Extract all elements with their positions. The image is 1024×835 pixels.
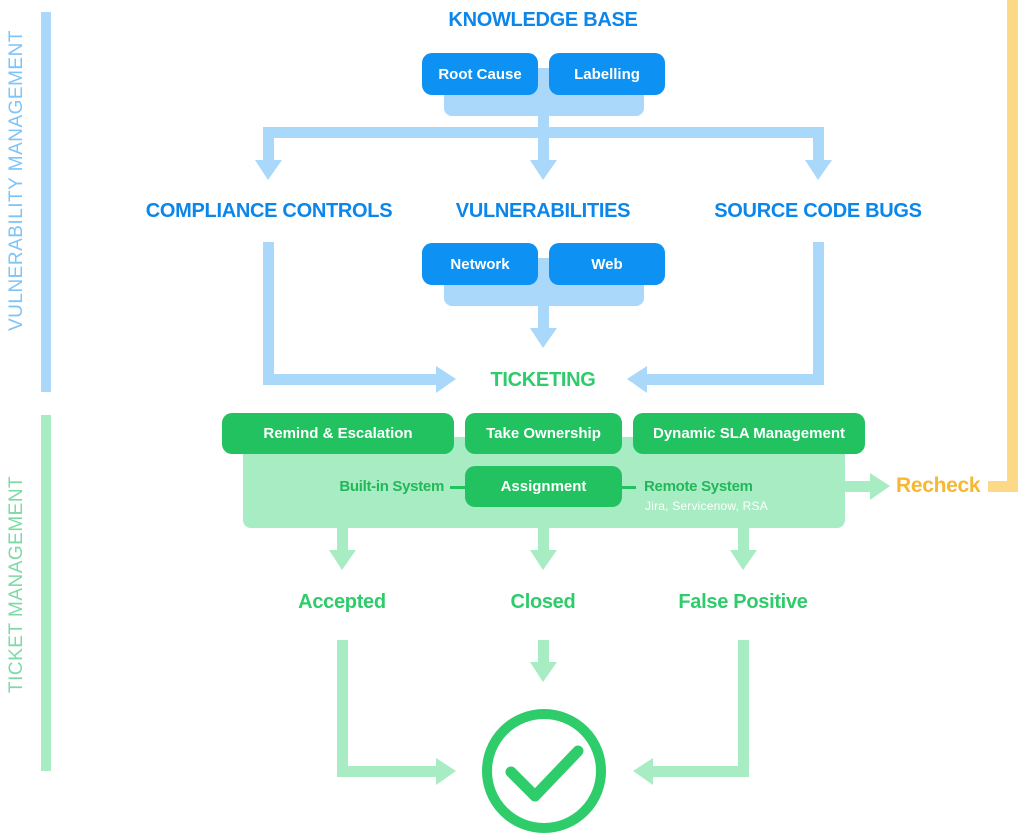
- recheck-line: [1007, 0, 1018, 492]
- to-accepted-shaft: [337, 528, 348, 552]
- to-false-positive-shaft: [738, 528, 749, 552]
- remind-escalation-chip: Remind & Escalation: [222, 413, 454, 454]
- recheck-line-horizontal: [988, 481, 1018, 492]
- recheck-arrow-head: [870, 473, 890, 500]
- source-code-bugs-title: SOURCE CODE BUGS: [714, 200, 922, 222]
- vulnerability-management-bar: [41, 12, 51, 392]
- assignment-chip: Assignment: [465, 466, 622, 507]
- take-ownership-chip: Take Ownership: [465, 413, 622, 454]
- kb-distribution-bar: [263, 127, 824, 138]
- ticket-management-bar: [41, 415, 51, 771]
- kb-branch-right: [813, 127, 824, 165]
- recheck-label: Recheck: [896, 474, 981, 497]
- arrow-compliance-to-ticketing: [436, 366, 456, 393]
- arrow-to-compliance: [255, 160, 282, 180]
- false-positive-path-horizontal: [650, 766, 749, 777]
- false-positive-path-vertical: [738, 640, 749, 777]
- vulnerabilities-title: VULNERABILITIES: [455, 200, 631, 222]
- source-path-horizontal: [646, 374, 824, 385]
- outcome-accepted: Accepted: [298, 591, 386, 613]
- recheck-arrow-shaft: [845, 481, 875, 492]
- remote-system-examples: Jira, Servicenow, RSA: [645, 499, 768, 513]
- ticketing-title: TICKETING: [490, 369, 596, 391]
- arrow-to-ticketing: [530, 328, 557, 348]
- compliance-controls-title: COMPLIANCE CONTROLS: [145, 200, 393, 222]
- compliance-path-horizontal: [263, 374, 438, 385]
- accepted-path-head: [436, 758, 456, 785]
- false-positive-path-head: [633, 758, 653, 785]
- outcome-closed: Closed: [510, 591, 576, 613]
- arrow-to-vulnerabilities: [530, 160, 557, 180]
- dynamic-sla-chip: Dynamic SLA Management: [633, 413, 865, 454]
- to-accepted-head: [329, 550, 356, 570]
- ticket-management-label: TICKET MANAGEMENT: [6, 475, 27, 693]
- accepted-path-horizontal: [337, 766, 439, 777]
- remote-system-label: Remote System: [644, 478, 753, 495]
- closed-to-done-head: [530, 662, 557, 682]
- network-chip: Network: [422, 243, 538, 285]
- root-cause-chip: Root Cause: [422, 53, 538, 95]
- remote-connector: [622, 486, 636, 489]
- web-chip: Web: [549, 243, 665, 285]
- vuln-stem: [538, 306, 549, 330]
- compliance-path-vertical: [263, 242, 274, 385]
- accepted-path-vertical: [337, 640, 348, 777]
- to-closed-shaft: [538, 528, 549, 552]
- arrow-to-source-code: [805, 160, 832, 180]
- knowledge-base-title: KNOWLEDGE BASE: [448, 9, 638, 31]
- arrow-source-to-ticketing: [627, 366, 647, 393]
- kb-branch-left: [263, 127, 274, 165]
- to-closed-head: [530, 550, 557, 570]
- labelling-chip: Labelling: [549, 53, 665, 95]
- to-false-positive-head: [730, 550, 757, 570]
- source-path-vertical: [813, 242, 824, 385]
- built-in-connector: [450, 486, 465, 489]
- vulnerability-management-label: VULNERABILITY MANAGEMENT: [6, 30, 27, 331]
- closed-to-done-shaft: [538, 640, 549, 664]
- checkmark-circle-icon: [482, 709, 606, 833]
- kb-stem: [538, 116, 549, 162]
- outcome-false-positive: False Positive: [678, 591, 808, 613]
- built-in-system-label: Built-in System: [339, 478, 444, 495]
